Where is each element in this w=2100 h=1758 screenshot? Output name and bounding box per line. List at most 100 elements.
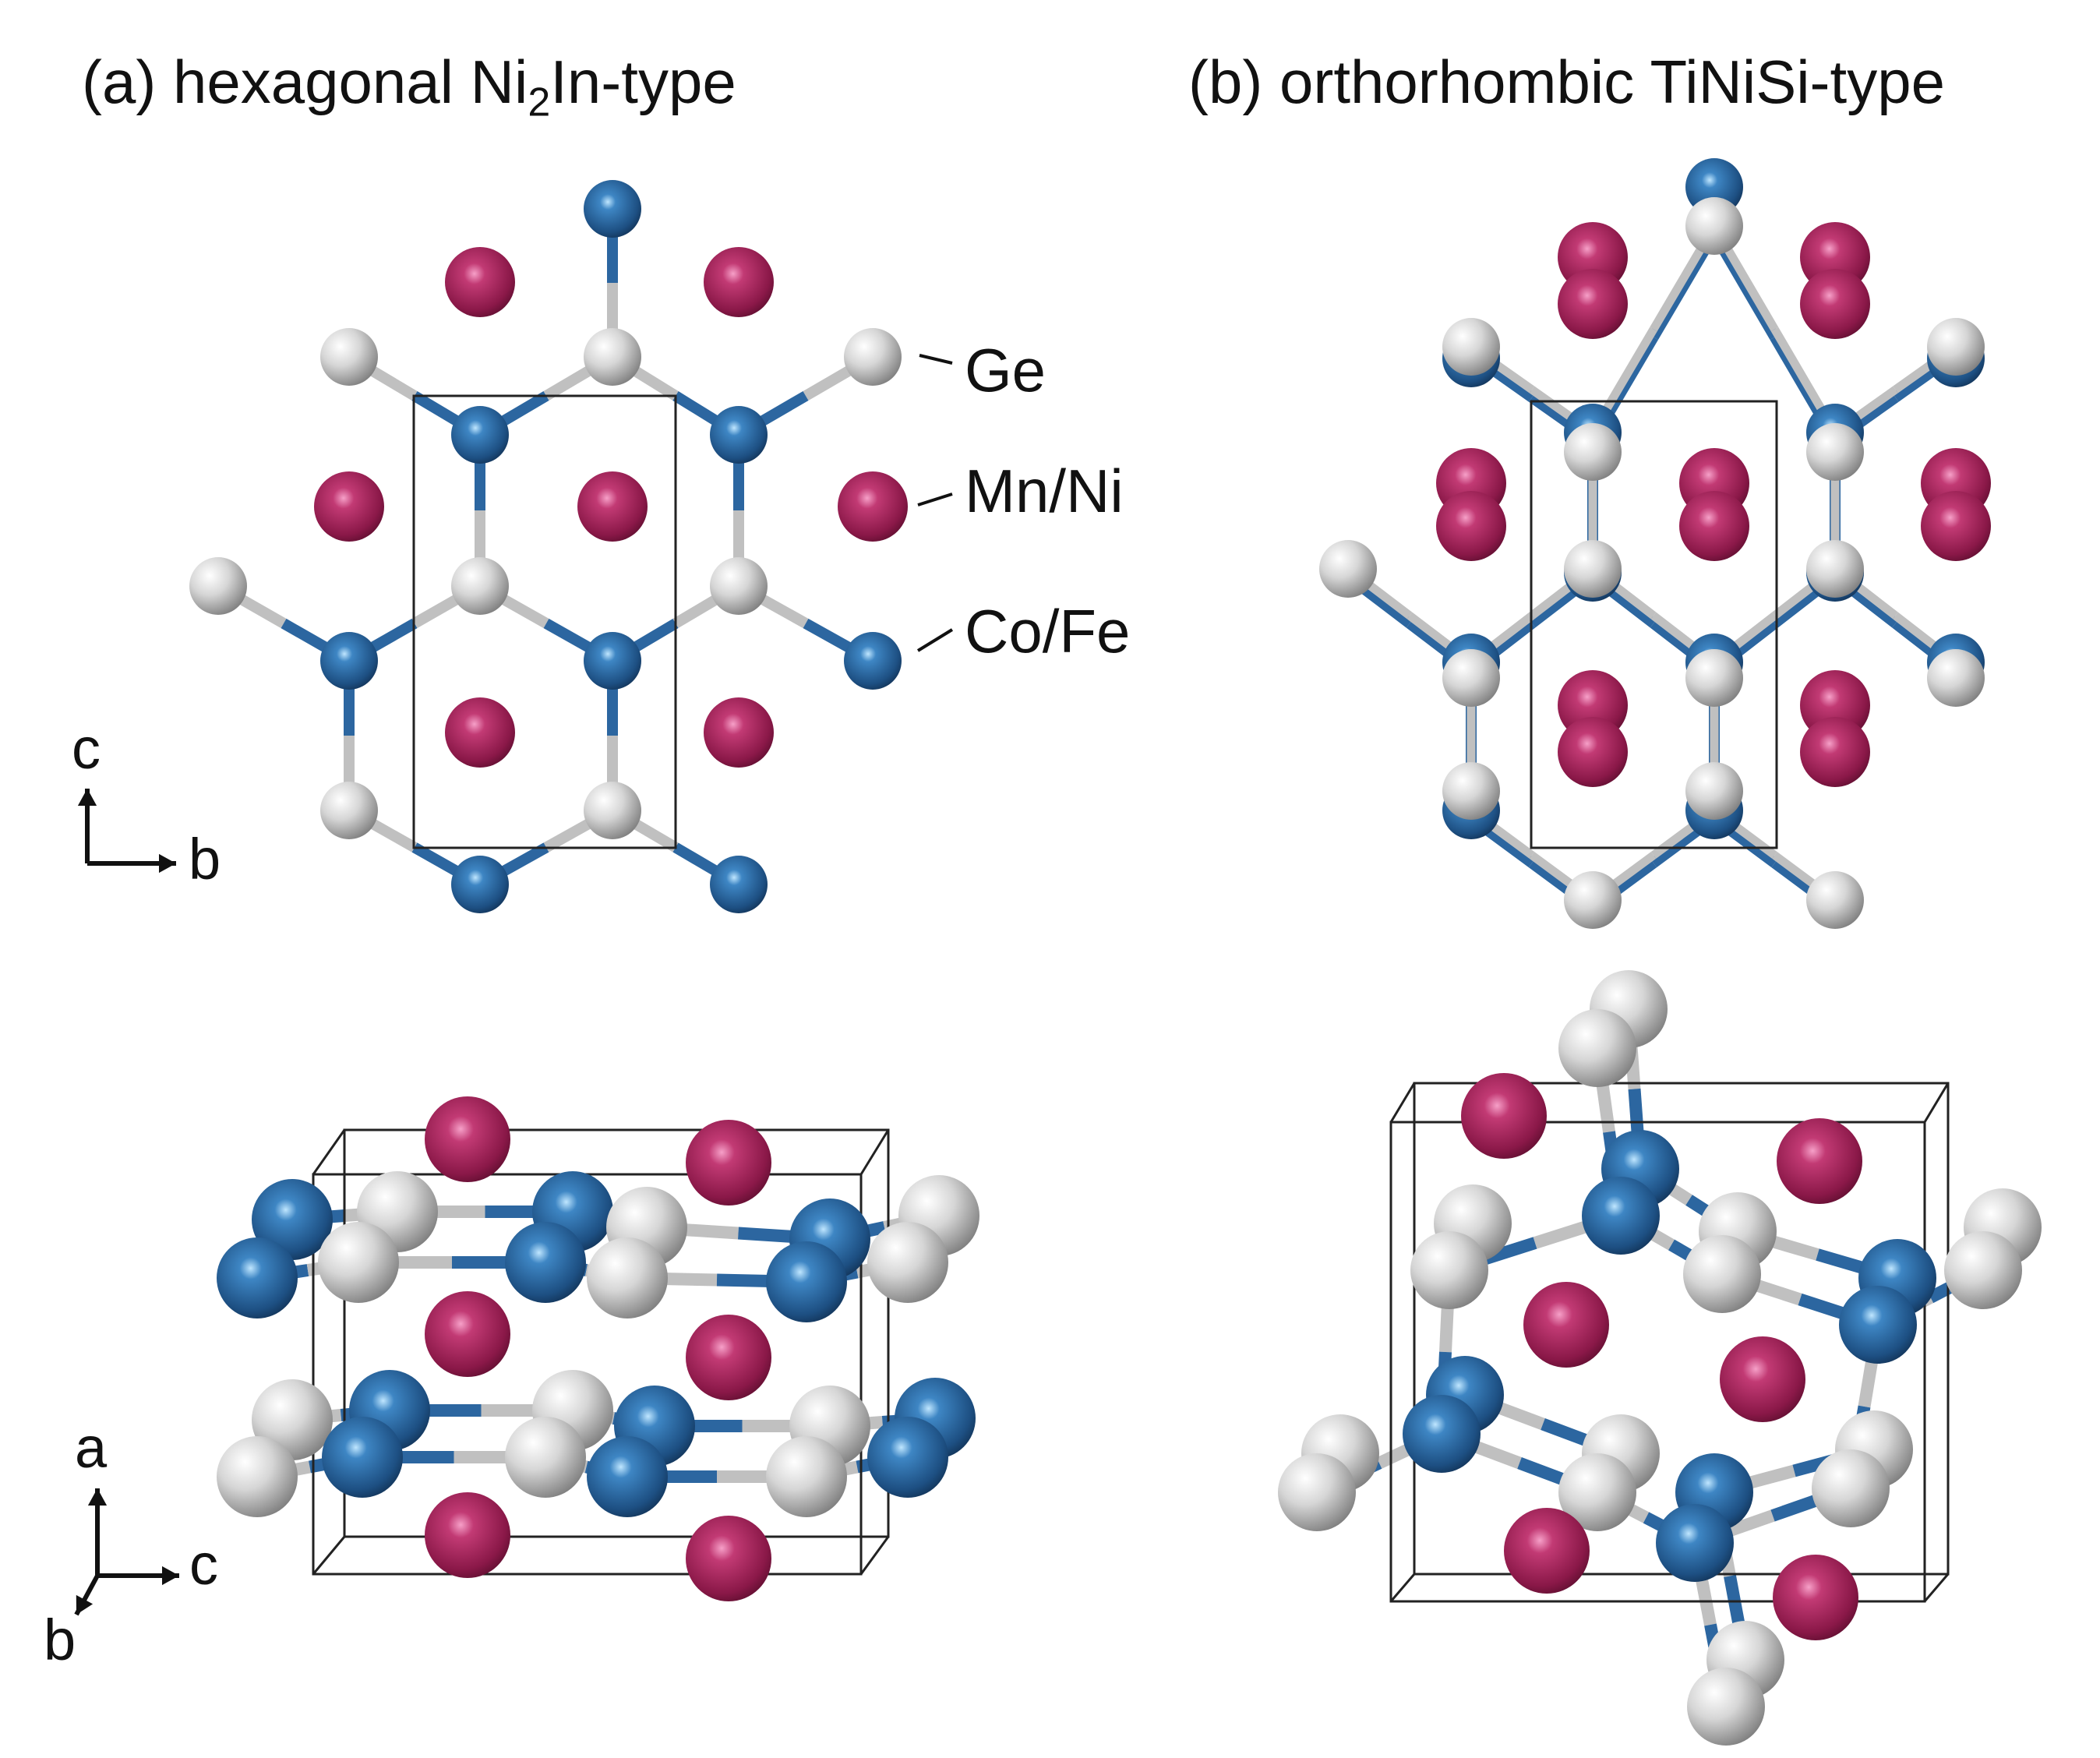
mn-ni-atom <box>686 1315 771 1400</box>
mn-ni-atom <box>1777 1118 1862 1204</box>
ge-atom <box>584 782 641 839</box>
mn-ni-atom <box>425 1291 510 1377</box>
ge-atom <box>451 557 509 615</box>
ge-atom <box>1685 197 1743 255</box>
ge-atom <box>1442 649 1500 707</box>
mn-ni-atom <box>686 1120 771 1206</box>
ge-atom <box>1319 540 1377 598</box>
co-fe-atom <box>322 1417 403 1498</box>
mn-ni-atom <box>1461 1073 1547 1159</box>
co-fe-atom <box>587 1436 668 1517</box>
ge-atom <box>867 1222 948 1303</box>
unit-cell-edge <box>1389 1573 1416 1602</box>
ge-atom <box>587 1237 668 1318</box>
ge-atom <box>217 1436 298 1517</box>
mn-ni-atom <box>1523 1282 1609 1368</box>
mn-ni-atom <box>1679 491 1749 561</box>
bottom-axis-c-label: c <box>189 1532 218 1597</box>
ge-atom <box>318 1222 399 1303</box>
mn-ni-atom <box>1720 1336 1805 1422</box>
ge-atom <box>1442 762 1500 820</box>
mn-ni-atom <box>686 1516 771 1601</box>
ge-atom <box>1806 540 1864 598</box>
panel-a-title: (a) hexagonal Ni2In-type <box>82 47 736 126</box>
ge-atom <box>1806 871 1864 929</box>
unit-cell-edge <box>1923 1573 1950 1602</box>
legend-ge-label: Ge <box>965 336 1046 404</box>
ge-atom <box>1564 540 1622 598</box>
mn-ni-atom <box>425 1096 510 1182</box>
mn-ni-atom <box>1800 717 1870 787</box>
bottom-axis-a-label: a <box>75 1415 108 1480</box>
legend-leader-line <box>917 492 953 507</box>
co-fe-atom <box>1582 1177 1660 1255</box>
ge-atom <box>1564 423 1622 481</box>
mn-ni-atom <box>1921 491 1991 561</box>
mn-ni-atom <box>704 247 774 317</box>
co-fe-atom <box>252 1179 333 1260</box>
mn-ni-atom <box>1773 1555 1858 1640</box>
ge-atom <box>320 782 378 839</box>
mn-ni-atom <box>314 471 384 542</box>
unit-cell-b-top <box>1530 400 1778 849</box>
axis-arrowhead <box>76 1594 94 1615</box>
mn-ni-atom <box>838 471 908 542</box>
co-fe-atom <box>1656 1504 1734 1582</box>
ge-atom <box>1410 1231 1488 1309</box>
unit-cell-edge <box>859 1536 890 1575</box>
unit-cell-edge <box>1923 1082 1950 1123</box>
top-axis-c-label: c <box>72 716 101 781</box>
co-fe-atom <box>505 1222 586 1303</box>
ge-atom <box>189 557 247 615</box>
legend-leader-line <box>919 354 953 365</box>
co-fe-atom <box>766 1241 847 1322</box>
unit-cell-edge <box>312 1129 346 1175</box>
ge-atom <box>1944 1231 2022 1309</box>
ge-atom <box>844 328 902 386</box>
co-fe-atom <box>710 856 768 913</box>
ge-atom <box>1278 1453 1356 1531</box>
ge-atom <box>584 328 641 386</box>
mn-ni-atom <box>577 471 648 542</box>
co-fe-atom <box>844 632 902 690</box>
co-fe-atom <box>451 406 509 464</box>
unit-cell-a-top <box>412 394 677 849</box>
axis-arrowhead <box>77 789 97 806</box>
mn-ni-atom <box>1800 269 1870 339</box>
ge-atom <box>1442 318 1500 376</box>
mn-ni-atom <box>704 697 774 768</box>
ge-atom <box>1558 1009 1636 1087</box>
ge-atom <box>766 1436 847 1517</box>
ge-atom <box>1812 1449 1890 1527</box>
ge-atom <box>505 1417 586 1498</box>
mn-ni-atom <box>425 1492 510 1578</box>
co-fe-atom <box>217 1237 298 1318</box>
ge-atom <box>1806 423 1864 481</box>
panel-a-title-subscript: 2 <box>528 79 551 125</box>
ge-atom <box>710 557 768 615</box>
ge-atom <box>320 328 378 386</box>
axis-arrowhead <box>87 1488 108 1506</box>
panel-b-title: (b) orthorhombic TiNiSi-type <box>1188 48 1945 116</box>
ge-atom <box>1683 1235 1761 1313</box>
co-fe-atom <box>584 632 641 690</box>
co-fe-atom <box>584 180 641 238</box>
ge-atom <box>1564 871 1622 929</box>
axis-arrowhead <box>162 1566 179 1586</box>
unit-cell-edge <box>1389 1082 1416 1123</box>
unit-cell-edge <box>859 1129 890 1175</box>
unit-cell-edge <box>312 1536 346 1575</box>
ge-atom <box>1558 1453 1636 1531</box>
mn-ni-atom <box>1504 1508 1590 1594</box>
top-axis-b-label: b <box>189 827 221 891</box>
ge-atom <box>1927 318 1985 376</box>
bottom-axis-b-label: b <box>44 1608 76 1672</box>
panel-a-title-suffix: In-type <box>550 48 736 116</box>
co-fe-atom <box>1839 1286 1917 1364</box>
ge-atom <box>1685 649 1743 707</box>
legend-co-fe-label: Co/Fe <box>965 597 1131 665</box>
co-fe-atom <box>1403 1395 1481 1473</box>
ge-atom <box>1687 1668 1765 1746</box>
